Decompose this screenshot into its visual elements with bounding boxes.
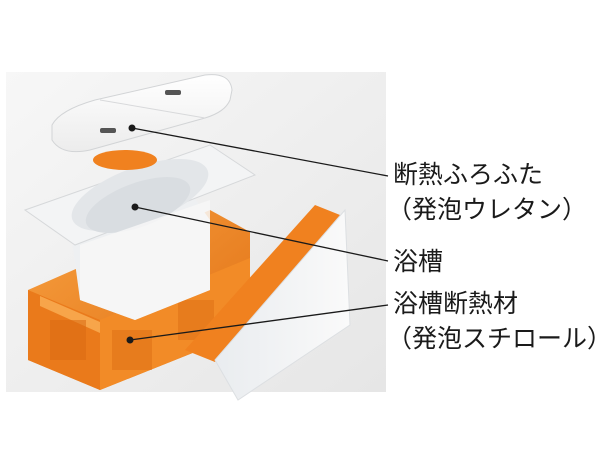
lid-leader-line (131, 127, 389, 177)
insulation-leader-dot (126, 336, 134, 344)
tub-leader-line (134, 206, 389, 262)
lid-leader-dot (128, 124, 136, 132)
side-apron-panel (214, 208, 351, 401)
insulation-label: 浴槽断熱材 (393, 289, 519, 318)
insulation-leader-line (129, 304, 389, 341)
tub-leader-dot (131, 203, 139, 211)
bathtub (23, 144, 257, 320)
insulated-lid (51, 74, 233, 153)
lid-material-label: （発泡ウレタン） (387, 195, 588, 224)
tub-label: 浴槽 (393, 247, 444, 276)
lid-label: 断熱ふろふた (393, 160, 544, 189)
insulation-material-label: （発泡スチロール） (387, 324, 600, 353)
lid-insulation-core (93, 150, 157, 170)
leader-lines (126, 124, 389, 344)
side-insulation-panel (185, 205, 340, 362)
